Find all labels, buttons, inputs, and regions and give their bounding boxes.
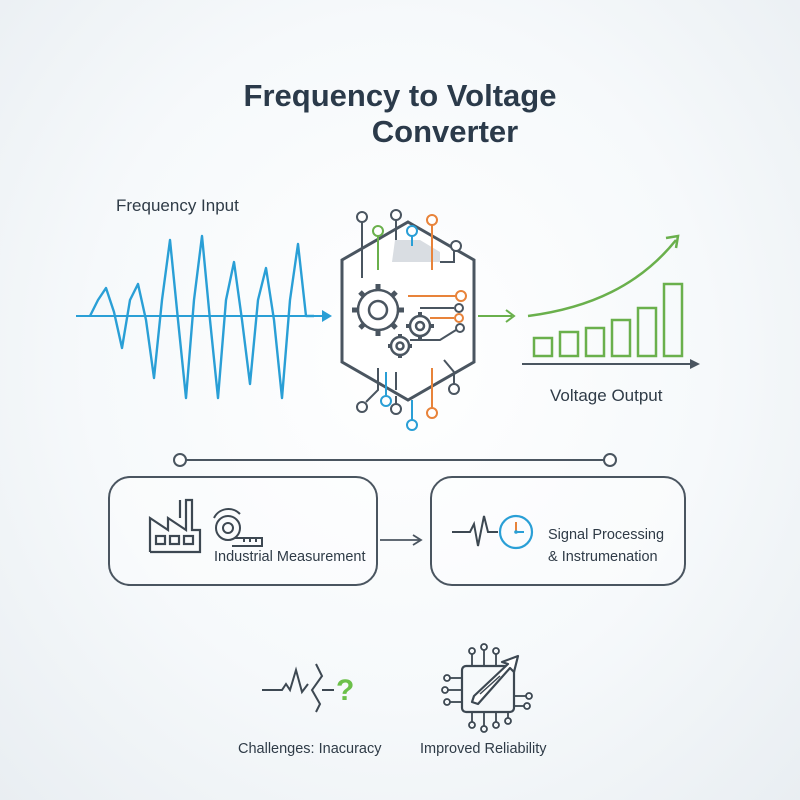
voltage-bar-5 <box>636 306 658 358</box>
challenges-label: Challenges: Inacuracy <box>238 741 382 757</box>
voltage-bar-2 <box>558 330 580 358</box>
circuit-pins-right <box>408 290 467 341</box>
title-line-2: Converter <box>371 114 519 149</box>
voltage-bar-4 <box>610 318 632 358</box>
converter-hexagon <box>340 220 476 402</box>
circuit-pins-top <box>356 209 462 270</box>
voltage-bar-3 <box>584 326 606 358</box>
title-line-1: Frequency to Voltage <box>243 78 557 113</box>
industrial-measurement-label: Industrial Measurement <box>214 549 366 565</box>
connector-dot-right <box>603 453 617 467</box>
circuit-pins-bottom <box>356 359 460 431</box>
factory-icon <box>148 498 202 554</box>
page-title: Frequency to Voltage Converter <box>0 78 800 150</box>
waveform-arrow-head <box>322 310 332 322</box>
voltage-bar-1 <box>532 336 554 358</box>
growth-curve <box>527 239 677 318</box>
signal-processing-label: Signal Processing & Instrumenation <box>548 524 664 568</box>
growth-curve-arrow <box>665 234 680 249</box>
voltage-axis-arrow <box>690 359 700 369</box>
measuring-tape-icon <box>213 508 263 547</box>
frequency-input-label: Frequency Input <box>116 196 239 215</box>
clock-icon <box>498 514 534 550</box>
signal-processing-label-line2: & Instrumenation <box>548 549 658 565</box>
output-arrow-head <box>505 309 516 323</box>
signal-processing-card <box>430 476 686 586</box>
connector-dot-left <box>173 453 187 467</box>
signal-wave-icon <box>452 515 498 547</box>
gears-icon <box>352 284 434 358</box>
signal-processing-label-line1: Signal Processing <box>548 527 665 543</box>
svg-text:?: ? <box>336 674 354 707</box>
industrial-measurement-card <box>108 476 378 586</box>
improved-reliability-label: Improved Reliability <box>420 741 547 757</box>
voltage-output-label: Voltage Output <box>550 386 663 405</box>
hexagon-shade <box>392 240 440 262</box>
voltage-bar-6 <box>662 282 684 358</box>
